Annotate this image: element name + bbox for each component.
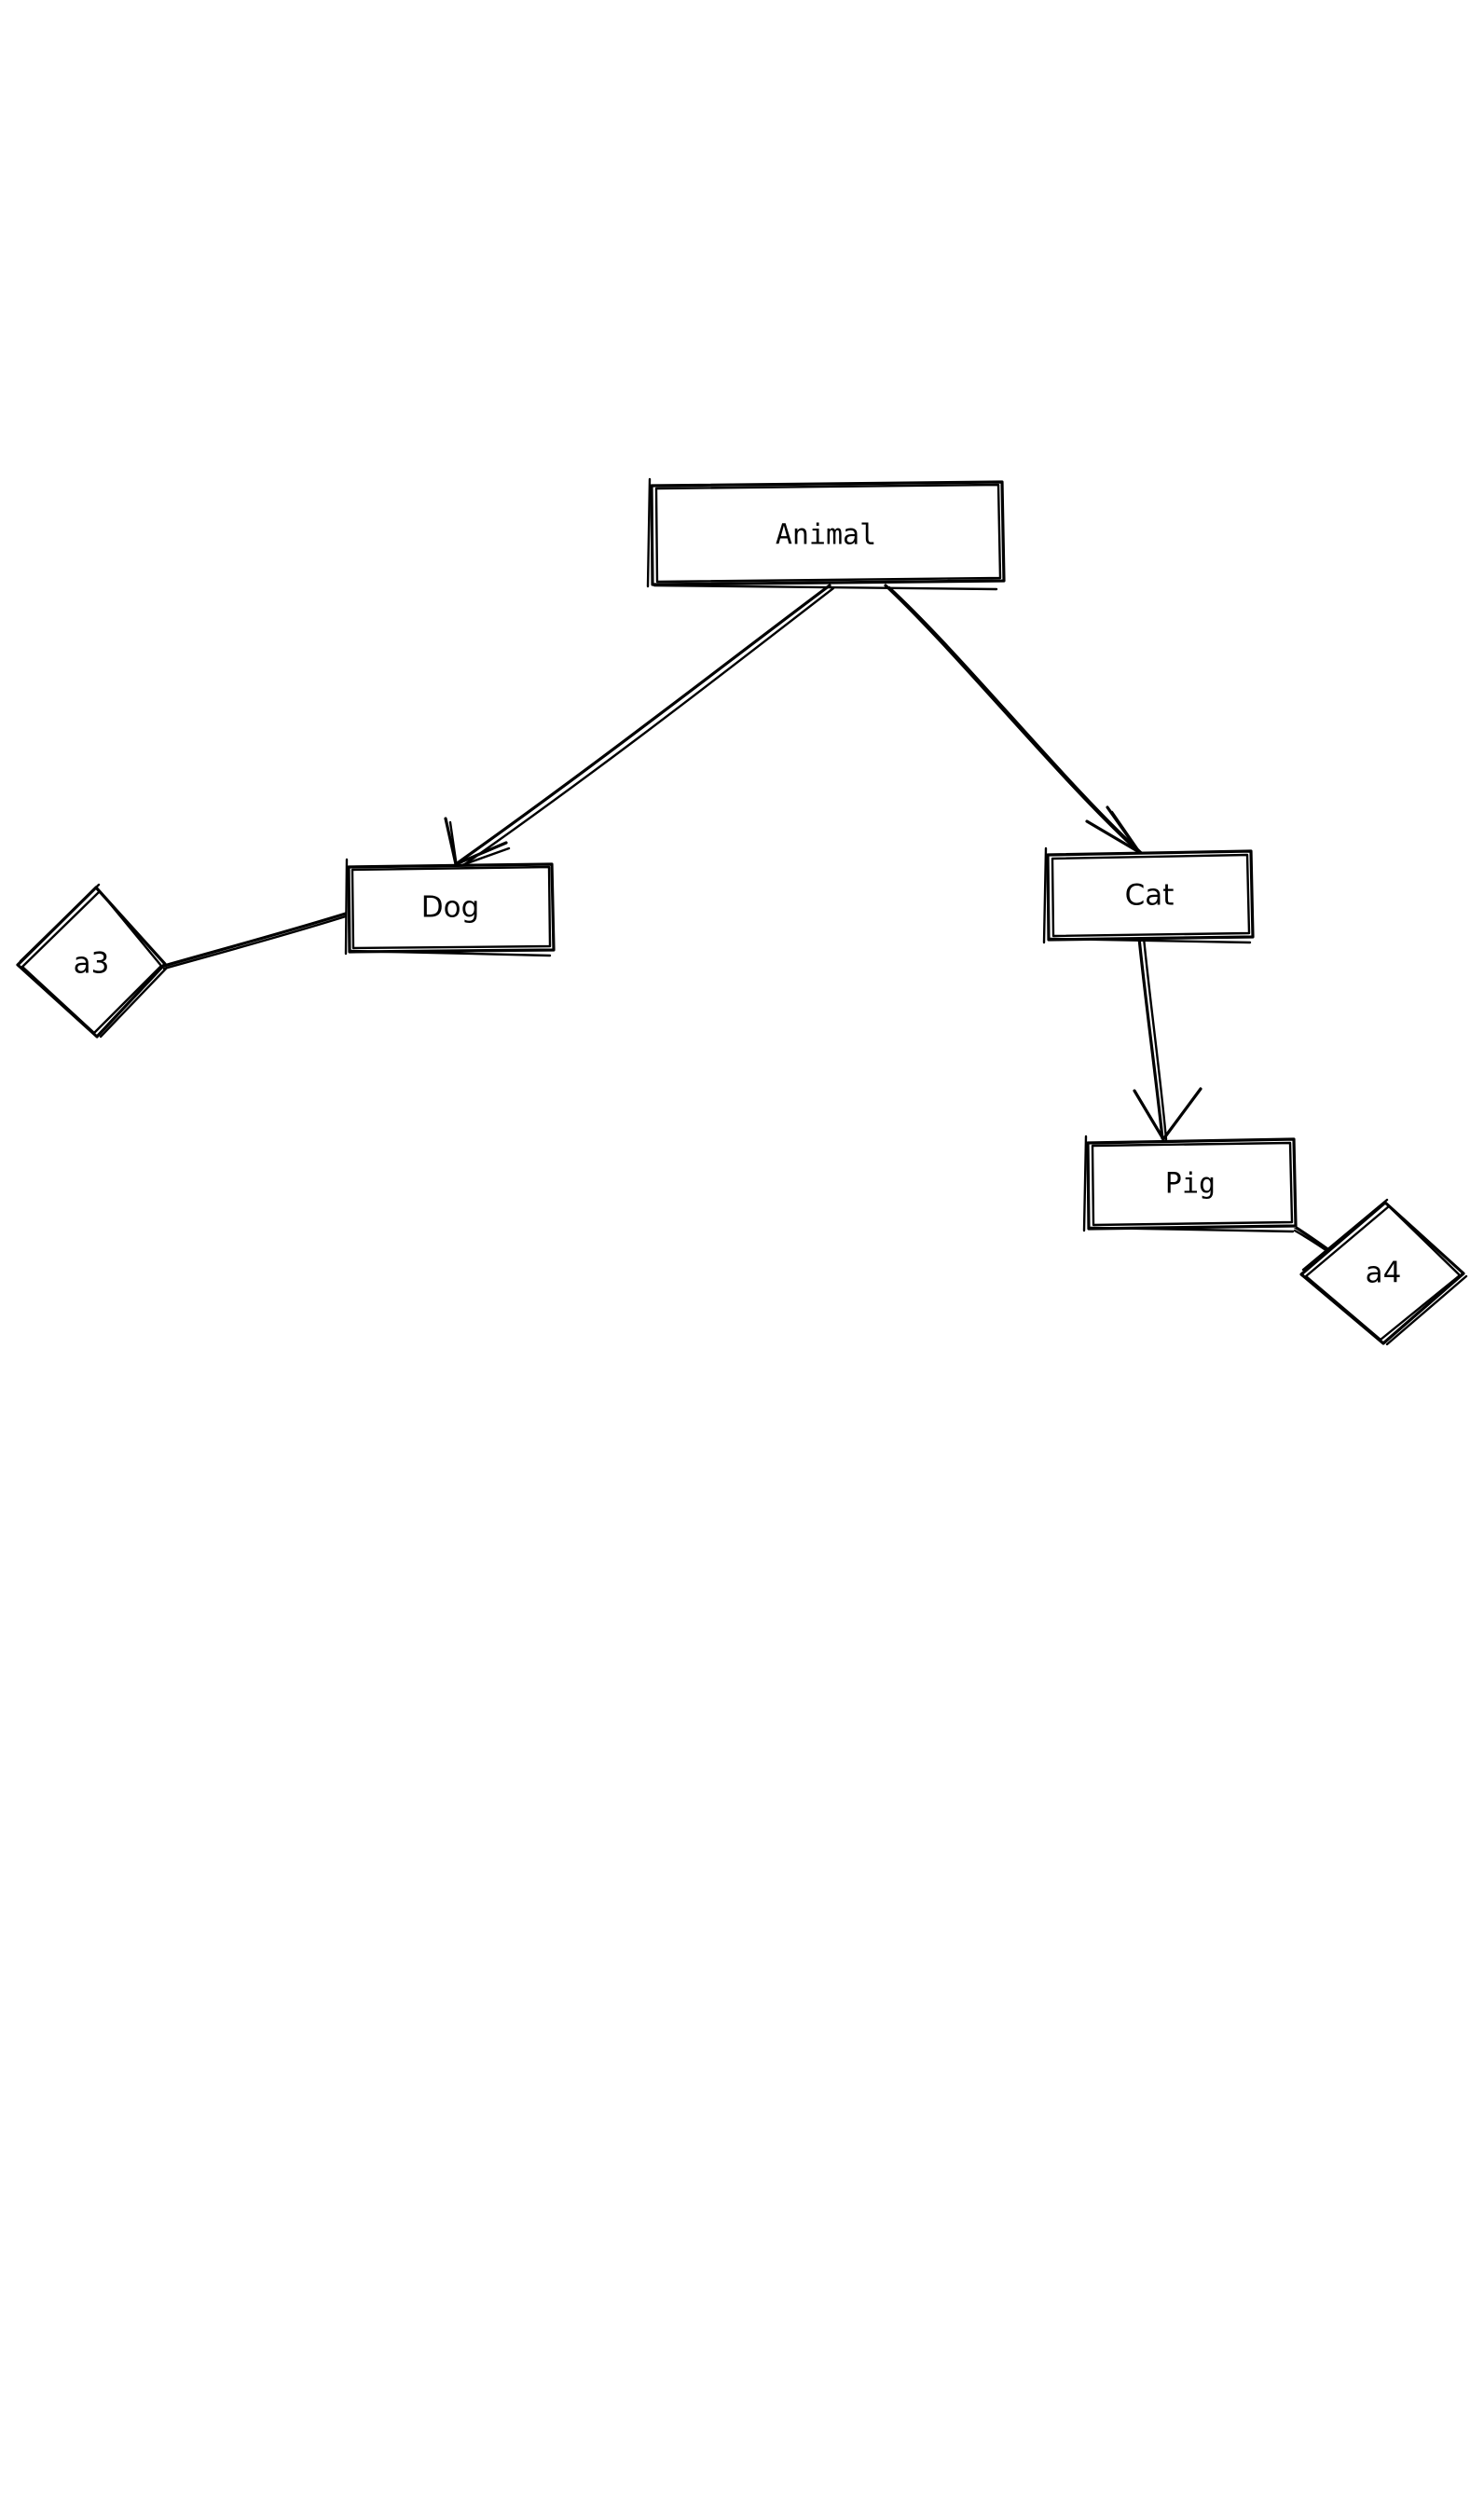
- arrowhead-right-barb: [1085, 819, 1141, 854]
- edge-animal-dog[interactable]: [444, 584, 835, 870]
- node-a3[interactable]: a3: [16, 883, 169, 1039]
- node-a4[interactable]: a4: [1299, 1198, 1468, 1346]
- arrowhead-right-barb: [1161, 1087, 1202, 1141]
- node-animal-label: Animal: [776, 519, 876, 552]
- edge-cat-pig[interactable]: [1133, 936, 1202, 1141]
- edge-animal-cat[interactable]: [884, 584, 1145, 856]
- node-dog[interactable]: Dog: [344, 858, 556, 957]
- node-pig[interactable]: Pig: [1082, 1135, 1298, 1233]
- node-a3-label: a3: [74, 947, 110, 981]
- arrowhead-right-barb: [454, 841, 508, 866]
- node-dog-label: Dog: [421, 891, 480, 925]
- node-pig-label: Pig: [1165, 1168, 1216, 1201]
- node-cat-label: Cat: [1125, 879, 1175, 913]
- arrowhead-left-barb: [1133, 1089, 1165, 1141]
- edge-a3-dog[interactable]: [162, 911, 350, 970]
- node-a4-label: a4: [1366, 1257, 1402, 1290]
- node-animal[interactable]: Animal: [646, 477, 1006, 591]
- edge-layer: [162, 584, 1336, 1258]
- node-cat[interactable]: Cat: [1042, 846, 1255, 944]
- node-layer: Animal Dog Cat: [16, 477, 1468, 1346]
